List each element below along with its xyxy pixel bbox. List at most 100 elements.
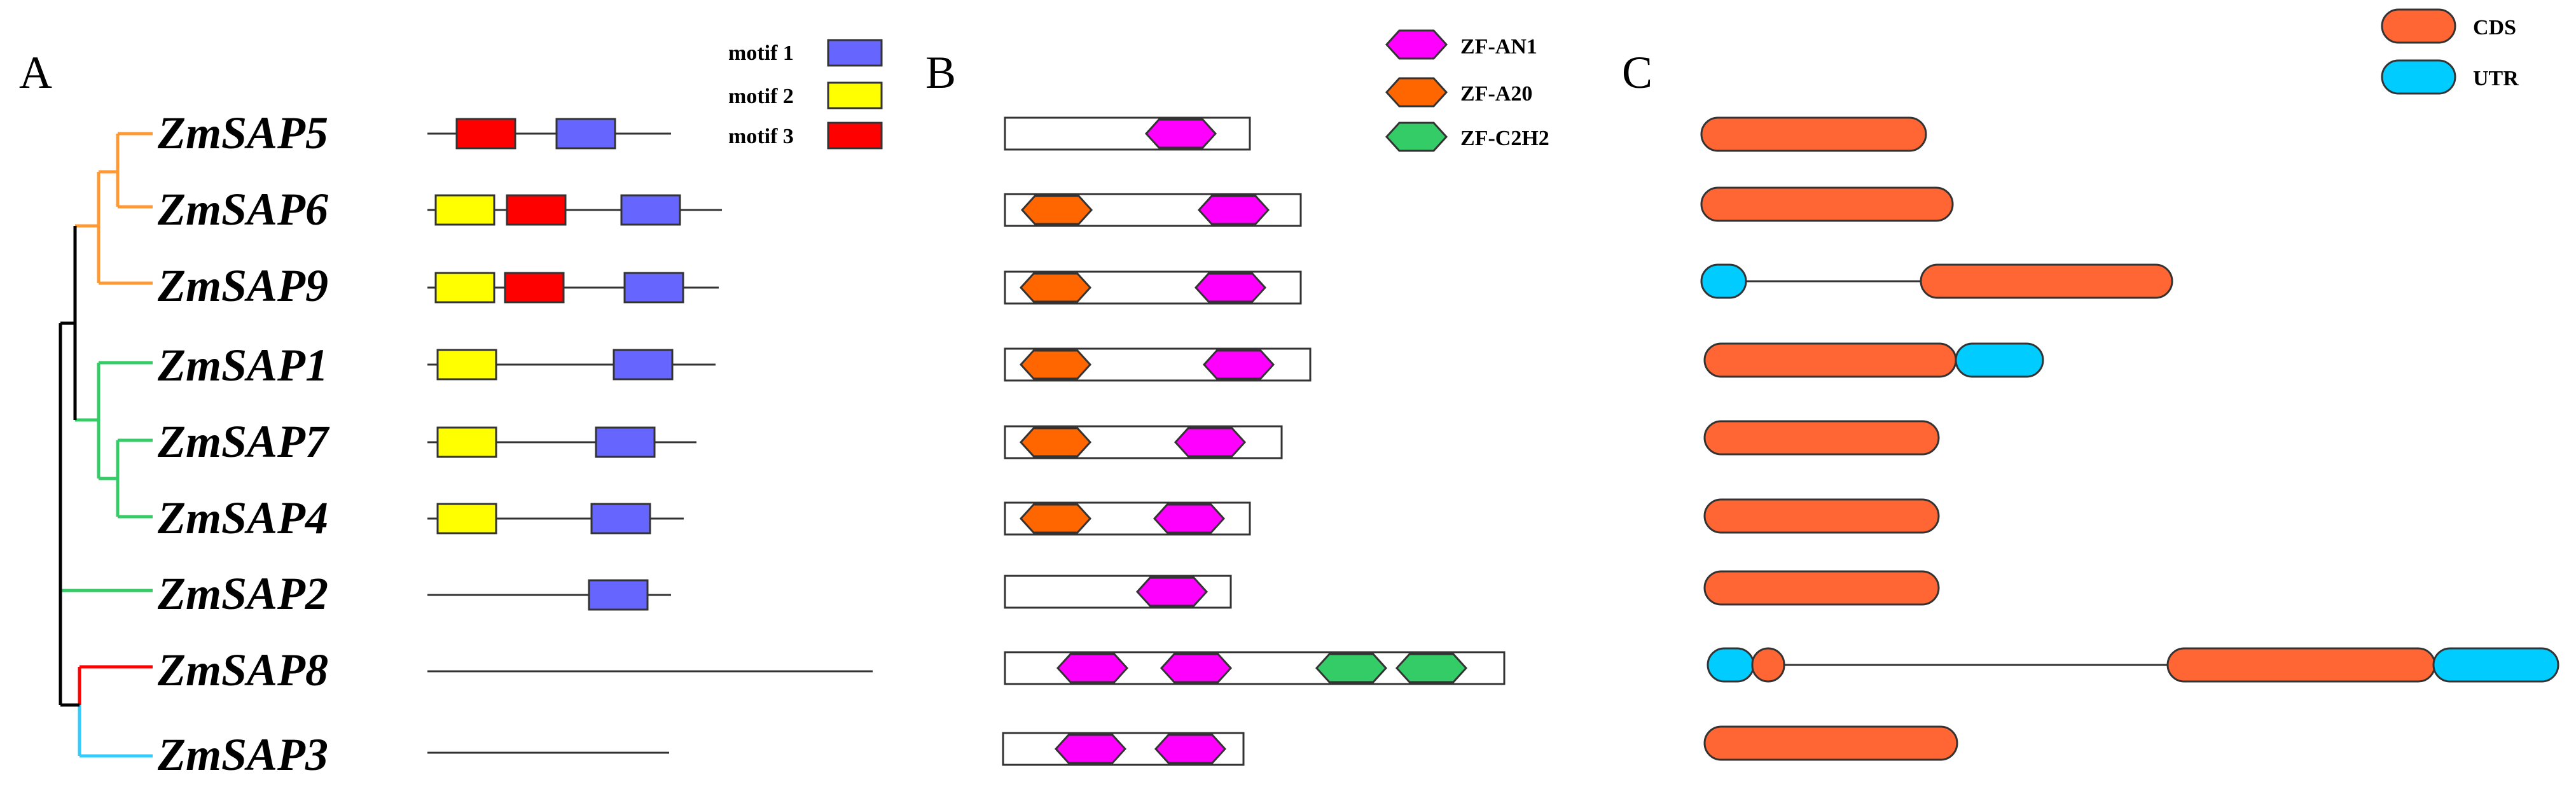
motif-2-box — [434, 272, 495, 304]
gene-name: ZmSAP1 — [157, 340, 328, 391]
motif-track — [427, 579, 671, 611]
domain-tracks — [1002, 116, 1506, 766]
cds-segment — [1703, 498, 1940, 534]
motif-track — [427, 118, 671, 150]
gene-name: ZmSAP2 — [157, 568, 328, 619]
cds-segment — [1703, 420, 1940, 456]
motif-track — [427, 503, 684, 534]
legend-label-motif-3: motif 3 — [728, 125, 794, 148]
structure-track — [1703, 725, 1958, 761]
zf-an1-domain — [1202, 349, 1275, 380]
motif-legend: motif 1 motif 2 motif 3 — [728, 39, 883, 150]
legend-swatch-cds — [2381, 8, 2456, 44]
phylogenetic-tree — [59, 132, 153, 758]
tree-clade-green — [60, 361, 153, 592]
legend-label-utr: UTR — [2473, 67, 2519, 90]
motif-3-box — [504, 272, 565, 304]
legend-label-zf-a20: ZF-A20 — [1460, 82, 1532, 106]
motif-1-box — [588, 579, 649, 611]
panel-label-a: A — [19, 47, 52, 98]
zf-an1-domain — [1194, 272, 1267, 303]
cds-segment — [1751, 647, 1785, 683]
cds-segment — [1703, 570, 1940, 606]
cds-segment — [1920, 263, 2173, 299]
tree-clade-orange — [75, 132, 153, 285]
structure-tracks — [1700, 116, 2559, 761]
motif-1-box — [613, 349, 674, 381]
cds-segment — [1703, 342, 1957, 378]
structure-track — [1703, 570, 1940, 606]
structure-track — [1703, 498, 1940, 534]
zf-a20-domain — [1019, 349, 1092, 380]
structure-track — [1707, 647, 2559, 683]
gene-name: ZmSAP3 — [157, 729, 328, 780]
zf-an1-domain — [1154, 734, 1227, 764]
motif-1-box — [555, 118, 616, 150]
motif-1-box — [623, 272, 684, 304]
panel-label-b: B — [925, 47, 956, 98]
gene-name: ZmSAP7 — [157, 416, 330, 467]
domain-track — [1004, 193, 1302, 227]
motif-3-box — [506, 194, 567, 226]
motif-1-box — [595, 426, 656, 458]
structure-track — [1703, 342, 2044, 378]
domain-track — [1004, 347, 1312, 382]
legend-label-motif-1: motif 1 — [728, 41, 794, 65]
motif-1-box — [620, 194, 681, 226]
zf-an1-domain — [1144, 118, 1217, 149]
motif-1-box — [590, 503, 651, 534]
utr-segment — [1955, 342, 2044, 378]
gene-name: ZmSAP8 — [157, 645, 328, 695]
zf-a20-domain — [1019, 427, 1092, 457]
legend-swatch-motif-1 — [827, 39, 883, 67]
motif-2-box — [436, 503, 497, 534]
zf-an1-domain — [1160, 653, 1233, 683]
utr-segment — [2432, 647, 2559, 683]
motif-track — [427, 194, 722, 226]
domain-track — [1004, 116, 1251, 151]
tree-clade-blue — [78, 705, 153, 758]
structure-track — [1703, 420, 1940, 456]
domain-track — [1004, 651, 1506, 685]
legend-swatch-utr — [2381, 59, 2456, 95]
gene-name: ZmSAP9 — [157, 260, 328, 311]
zf-an1-domain — [1197, 195, 1270, 225]
gene-name: ZmSAP6 — [157, 184, 328, 235]
legend-swatch-motif-2 — [827, 81, 883, 109]
gene-name: ZmSAP4 — [157, 492, 328, 543]
domain-legend: ZF-AN1 ZF-A20 ZF-C2H2 — [1385, 29, 1549, 152]
legend-swatch-zf-c2h2 — [1385, 122, 1448, 152]
zf-a20-domain — [1019, 503, 1092, 534]
motif-2-box — [434, 194, 495, 226]
zf-c2h2-domain — [1315, 653, 1388, 683]
legend-label-cds: CDS — [2473, 16, 2516, 39]
utr-segment — [1707, 647, 1755, 683]
cds-segment — [2166, 647, 2436, 683]
motif-tracks — [427, 118, 873, 754]
zf-an1-domain — [1135, 576, 1208, 607]
domain-track — [1004, 270, 1302, 305]
legend-label-zf-c2h2: ZF-C2H2 — [1460, 127, 1549, 150]
panel-label-c: C — [1622, 47, 1652, 98]
legend-swatch-zf-a20 — [1385, 77, 1448, 108]
cds-segment — [1700, 186, 1954, 222]
utr-segment — [1700, 263, 1747, 299]
motif-3-box — [455, 118, 516, 150]
legend-swatch-zf-an1 — [1385, 29, 1448, 60]
structure-track — [1700, 263, 2173, 299]
gene-name-list: ZmSAP5 ZmSAP6 ZmSAP9 ZmSAP1 ZmSAP7 ZmSAP… — [157, 108, 330, 780]
structure-track — [1700, 116, 1927, 152]
domain-track — [1004, 501, 1251, 536]
zf-c2h2-domain — [1395, 653, 1468, 683]
domain-track — [1004, 425, 1283, 459]
motif-track — [427, 349, 716, 381]
legend-label-motif-2: motif 2 — [728, 85, 794, 108]
structure-track — [1700, 186, 1954, 222]
zf-an1-domain — [1056, 653, 1129, 683]
cds-segment — [1700, 116, 1927, 152]
motif-2-box — [436, 426, 497, 458]
domain-track — [1002, 732, 1245, 766]
legend-label-zf-an1: ZF-AN1 — [1460, 35, 1537, 59]
motif-track — [427, 426, 696, 458]
